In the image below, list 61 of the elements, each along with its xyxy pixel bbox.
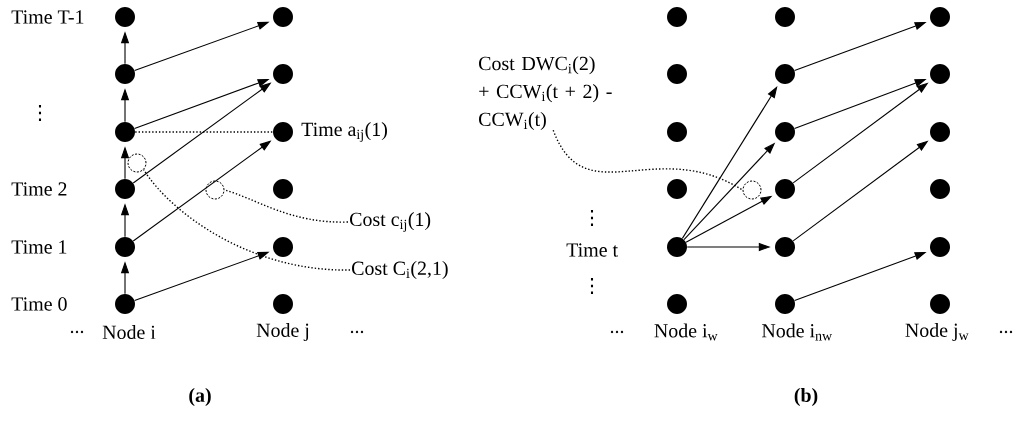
dot bbox=[667, 237, 687, 257]
dot bbox=[667, 179, 687, 199]
dot bbox=[667, 7, 687, 27]
dot bbox=[775, 7, 795, 27]
dot bbox=[115, 237, 135, 257]
dot bbox=[273, 7, 293, 27]
dot bbox=[930, 122, 950, 142]
dot bbox=[115, 294, 135, 314]
column-label: ... bbox=[350, 330, 364, 334]
panel-label: (b) bbox=[794, 387, 818, 407]
dot bbox=[775, 122, 795, 142]
dot bbox=[775, 294, 795, 314]
time-label: Time a$_{ij}$(1) bbox=[301, 122, 387, 142]
ellipsis: ⋮ bbox=[590, 277, 594, 295]
dot bbox=[115, 7, 135, 27]
cost-label: Cost C$_{i}$(2,1) bbox=[352, 260, 448, 280]
column-label: Node i$_{nw}$ bbox=[761, 323, 833, 341]
leader-line bbox=[143, 169, 351, 271]
dot bbox=[775, 179, 795, 199]
dot bbox=[115, 122, 135, 142]
dot bbox=[930, 179, 950, 199]
dashed-circle bbox=[127, 153, 147, 173]
cost-label: Cost DWC$_{i}$(2) + CCW$_{i}$(t + 2) - CCW$_{i}$(t) bbox=[479, 56, 612, 131]
dot bbox=[775, 237, 795, 257]
column-label: ... bbox=[70, 330, 84, 334]
time-label: Time T-1 bbox=[11, 10, 84, 24]
column-label: Node j$_{w}$ bbox=[905, 322, 969, 342]
dot bbox=[273, 64, 293, 84]
dot bbox=[930, 64, 950, 84]
leader-line bbox=[223, 189, 349, 223]
dot bbox=[775, 64, 795, 84]
column-label: Node j bbox=[256, 322, 309, 342]
cost-label: Cost c$_{ij}$(1) bbox=[350, 212, 431, 232]
dot bbox=[667, 64, 687, 84]
leader-line bbox=[552, 129, 744, 191]
panel-label: (a) bbox=[189, 387, 211, 407]
time-label: Time 0 bbox=[11, 297, 67, 311]
dot bbox=[273, 294, 293, 314]
dot bbox=[667, 122, 687, 142]
arrow bbox=[681, 86, 778, 239]
time-label: Time t bbox=[566, 243, 618, 257]
dot bbox=[273, 122, 293, 142]
column-label: ... bbox=[610, 330, 624, 334]
guide-line bbox=[134, 131, 274, 133]
column-label: Node i bbox=[102, 325, 156, 339]
dot bbox=[930, 237, 950, 257]
dot bbox=[115, 179, 135, 199]
dot bbox=[930, 7, 950, 27]
dot bbox=[273, 179, 293, 199]
dot bbox=[930, 294, 950, 314]
time-label: Time 2 bbox=[11, 182, 67, 196]
time-label: Time 1 bbox=[11, 240, 67, 254]
ellipsis: ⋮ bbox=[590, 209, 594, 227]
column-label: ... bbox=[999, 330, 1013, 334]
dot bbox=[273, 237, 293, 257]
dot bbox=[115, 64, 135, 84]
dashed-circle bbox=[742, 180, 762, 200]
ellipsis: ⋮ bbox=[38, 104, 42, 122]
column-label: Node i$_{w}$ bbox=[654, 323, 718, 341]
dot bbox=[667, 294, 687, 314]
dashed-circle bbox=[205, 180, 225, 200]
